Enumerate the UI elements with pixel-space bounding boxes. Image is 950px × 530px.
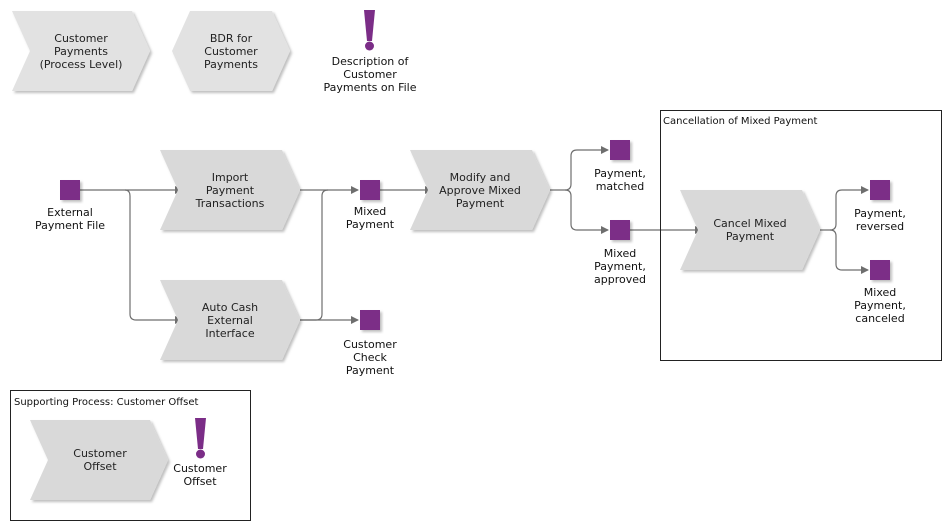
mixed-payment-object[interactable]: [360, 180, 380, 200]
external-file-label: External Payment File: [34, 206, 106, 232]
customer-check-object[interactable]: [360, 310, 380, 330]
import-process-label: Import Payment Transactions: [195, 170, 265, 210]
description-label: Description of Customer Payments on File: [323, 55, 417, 94]
payment-matched-object[interactable]: [610, 140, 630, 160]
customer-offset-process-shape[interactable]: [30, 420, 168, 500]
supporting-process-frame-title: Supporting Process: Customer Offset: [14, 397, 199, 408]
edge-cancel-to-canceled: [829, 229, 869, 274]
modify-approve-process-label: Modify and Approve Mixed Payment: [439, 170, 521, 210]
edge-autocash-to-mixed: [300, 189, 329, 321]
payment-reversed-label: Payment, reversed: [854, 207, 906, 233]
autocash-process-shape[interactable]: [160, 280, 300, 360]
mixed-canceled-object[interactable]: [870, 260, 890, 280]
bdr-label: BDR for Customer Payments: [204, 31, 258, 71]
mixed-payment-label: Mixed Payment: [345, 205, 395, 231]
bdr-hexagon-shape[interactable]: [172, 11, 290, 91]
cancellation-frame-title: Cancellation of Mixed Payment: [663, 116, 818, 127]
autocash-process-label: Auto Cash External Interface: [201, 300, 259, 340]
payment-matched-label: Payment, matched: [594, 167, 646, 193]
modify-approve-process-shape[interactable]: [410, 150, 550, 230]
information-object-squares: [60, 140, 890, 330]
cancel-process-shape[interactable]: [680, 190, 820, 270]
cancel-process-label: Cancel Mixed Payment: [713, 217, 787, 243]
customer-check-label: Customer Check Payment: [343, 338, 397, 377]
mixed-approved-object[interactable]: [610, 220, 630, 240]
customer-payments-process-shape[interactable]: [12, 11, 150, 91]
mixed-approved-label: Mixed Payment, approved: [594, 247, 646, 286]
import-process-shape[interactable]: [160, 150, 300, 230]
customer-offset-process-label: Customer Offset: [73, 447, 127, 473]
connector-lines: [80, 146, 869, 324]
edge-modify-to-approved: [564, 189, 609, 234]
edge-cancel-to-reversed: [820, 186, 869, 231]
offset-description-label: Customer Offset: [173, 462, 227, 488]
offset-description-exclamation-icon[interactable]: [195, 418, 206, 459]
supporting-process-frame: [10, 390, 251, 521]
description-exclamation-icon[interactable]: [364, 10, 375, 51]
external-file-object[interactable]: [60, 180, 80, 200]
payment-reversed-object[interactable]: [870, 180, 890, 200]
edge-file-to-autocash: [124, 189, 183, 324]
edge-modify-to-matched: [550, 146, 609, 191]
customer-payments-label: Customer Payments (Process Level): [39, 31, 123, 71]
cancellation-frame: [660, 110, 942, 361]
mixed-canceled-label: Mixed Payment, canceled: [854, 286, 906, 325]
